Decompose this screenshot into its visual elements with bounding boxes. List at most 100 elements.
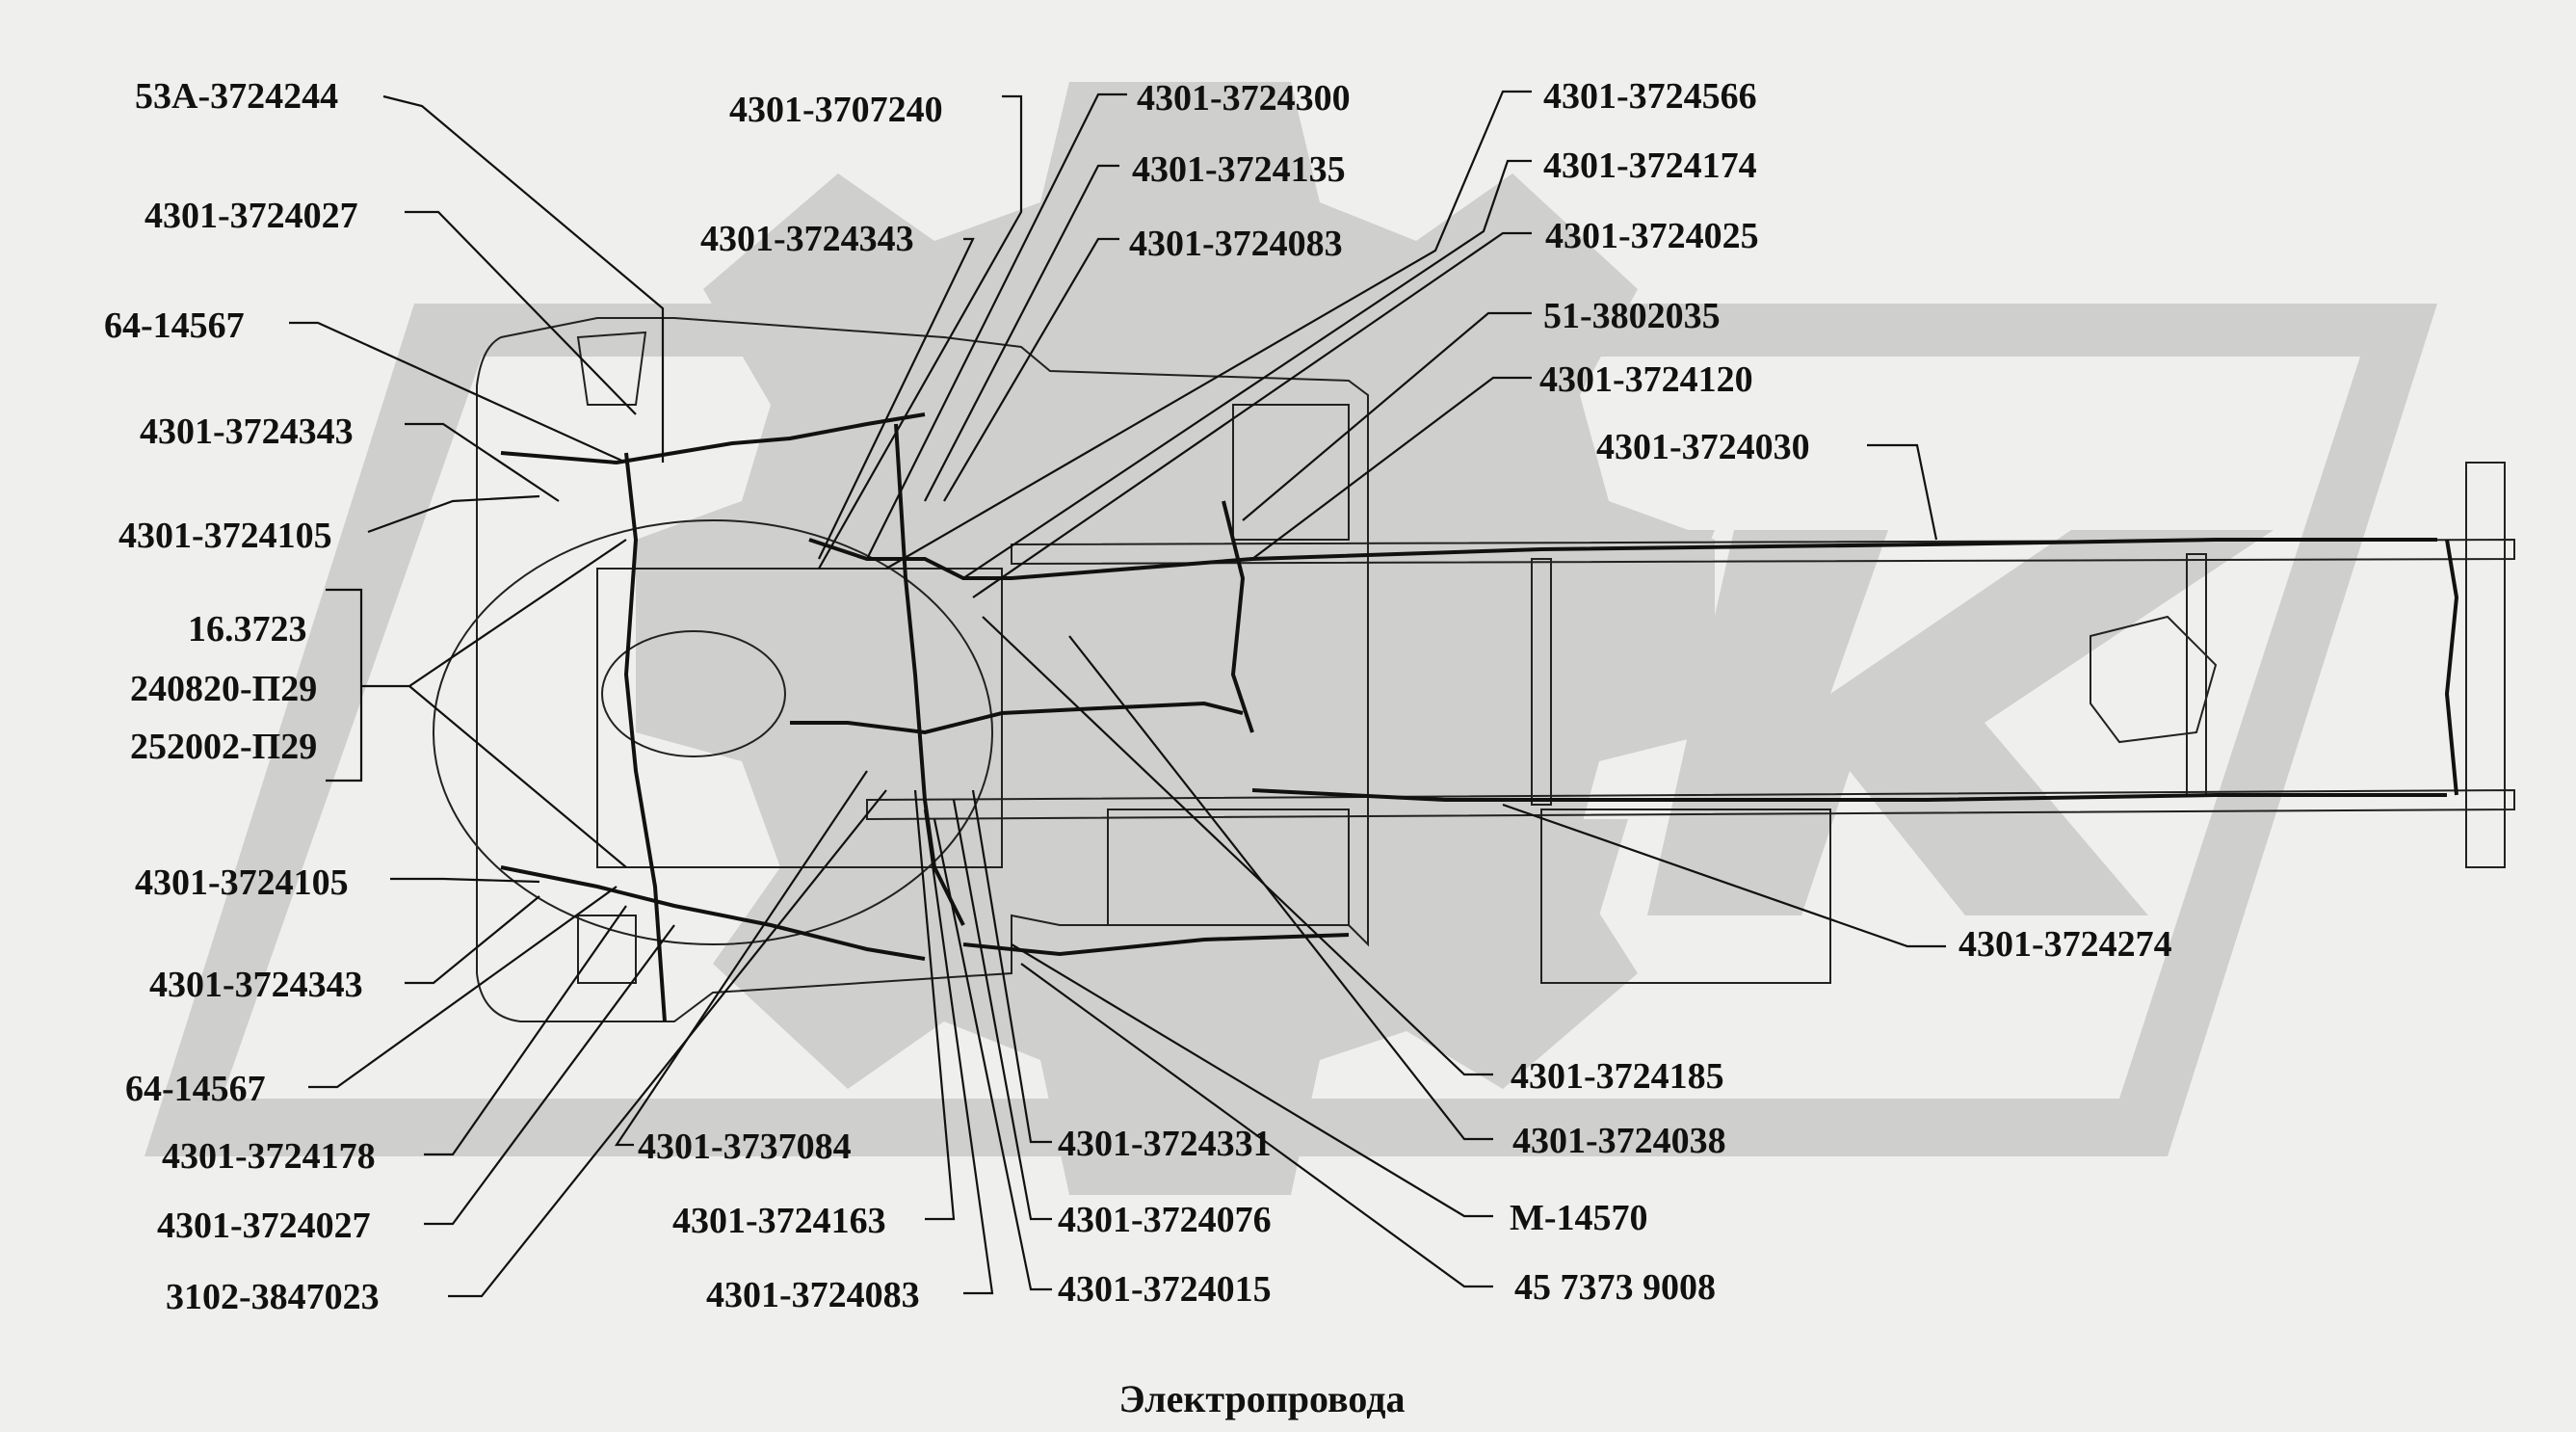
label-4301-3724178: 4301-3724178 [162, 1136, 376, 1177]
leader-l14 [405, 422, 560, 502]
rear-crossmember [2465, 462, 2506, 868]
label-16-3723: 16.3723 [188, 609, 307, 650]
leader-l33 [448, 789, 887, 1298]
harness-right-top [1222, 500, 1254, 733]
label-4301-3724343-top: 4301-3724343 [700, 219, 914, 259]
label-4301-3724083-top: 4301-3724083 [1129, 224, 1343, 264]
label-64-14567-top: 64-14567 [104, 305, 245, 346]
leader-l01 [382, 94, 665, 463]
label-64-14567-bottom: 64-14567 [125, 1069, 266, 1109]
label-4301-3707240: 4301-3707240 [729, 90, 943, 130]
battery-box [1107, 809, 1350, 926]
label-4301-3724274: 4301-3724274 [1958, 924, 2172, 965]
leader-l34 [923, 809, 994, 1295]
label-4301-3724185: 4301-3724185 [1511, 1056, 1724, 1097]
diagram-caption: Электропровода [1119, 1377, 1406, 1420]
leader-l23 [982, 616, 1493, 1076]
leader-l27 [614, 770, 868, 1147]
leader-l20 [390, 877, 540, 884]
engine-block [596, 568, 1003, 868]
label-4301-3724343-bottom: 4301-3724343 [149, 965, 363, 1005]
label-4301-3724105-bottom: 4301-3724105 [135, 862, 349, 903]
harness-rear-tail [2444, 539, 2459, 796]
label-3102-3847023: 3102-3847023 [166, 1277, 380, 1317]
label-4301-3724566: 4301-3724566 [1543, 76, 1757, 117]
leader-lines [289, 90, 1946, 1298]
label-4301-3724025: 4301-3724025 [1545, 216, 1759, 256]
label-240820-p29: 240820-П29 [130, 669, 317, 709]
harness-rear [1251, 788, 2447, 802]
spare-wheel [1232, 404, 1350, 541]
label-4301-3724027-bottom: 4301-3724027 [157, 1206, 371, 1246]
crossmember-1 [1531, 558, 1552, 806]
label-4301-3724038: 4301-3724038 [1512, 1121, 1726, 1161]
leader-l03 [866, 93, 1127, 560]
label-4301-3737084: 4301-3737084 [638, 1127, 852, 1167]
label-45-7373-9008: 45 7373 9008 [1514, 1267, 1716, 1308]
front-left-lamp [576, 331, 647, 406]
label-51-3802035: 51-3802035 [1543, 296, 1721, 336]
label-m-14570: М-14570 [1510, 1198, 1648, 1238]
bracket-group [326, 539, 627, 868]
watermark-logo [145, 82, 2437, 1195]
leader-l13 [1251, 376, 1532, 560]
label-4301-3724083-bottom: 4301-3724083 [706, 1275, 920, 1315]
label-4301-3724300: 4301-3724300 [1137, 78, 1351, 119]
leader-l08 [818, 237, 975, 560]
rear-axle-diff [2090, 615, 2218, 744]
harness-front-top [500, 412, 926, 465]
label-4301-3724331: 4301-3724331 [1058, 1124, 1272, 1164]
watermark-letters [1146, 530, 2274, 915]
leader-l32 [1011, 943, 1493, 1218]
leader-l15 [1867, 443, 1938, 541]
label-4301-3724343-left: 4301-3724343 [140, 411, 354, 452]
harness-bottom [962, 933, 1350, 957]
crossmember-2 [2186, 553, 2207, 796]
leader-l07 [405, 210, 637, 415]
label-4301-3724030: 4301-3724030 [1596, 427, 1810, 467]
leader-l25 [1068, 635, 1493, 1141]
leader-l26 [424, 905, 627, 1156]
leader-l02 [818, 94, 1023, 570]
leader-l10 [972, 231, 1532, 598]
label-4301-3724135: 4301-3724135 [1132, 149, 1346, 190]
front-right-lamp [577, 915, 637, 984]
leader-l06 [962, 159, 1532, 579]
leader-l30 [913, 789, 956, 1221]
leader-l36 [1020, 963, 1493, 1288]
label-4301-3724076: 4301-3724076 [1058, 1200, 1272, 1240]
leader-l11 [289, 321, 627, 464]
harness-center [894, 423, 965, 926]
harness-front-bottom [500, 865, 926, 961]
part-labels: 53А-3724244 4301-3707240 4301-3724300 43… [104, 76, 2172, 1317]
fuel-tank [1540, 809, 1831, 984]
wiring-harness [500, 412, 2459, 1022]
leader-l28 [971, 789, 1052, 1144]
harness-left-vertical [623, 452, 667, 1022]
leader-l29 [424, 924, 675, 1226]
leader-l05 [924, 164, 1119, 502]
label-4301-3724027-top: 4301-3724027 [145, 196, 358, 236]
label-4301-3724015: 4301-3724015 [1058, 1269, 1272, 1310]
left-arch [601, 630, 786, 757]
leader-l09 [943, 237, 1119, 502]
leader-l21 [1502, 803, 1946, 948]
leader-l04 [885, 90, 1532, 570]
cab-outline [476, 317, 1369, 1022]
leader-l35 [933, 818, 1052, 1291]
label-4301-3724120: 4301-3724120 [1539, 359, 1753, 400]
leader-l16 [367, 494, 540, 534]
leader-l24 [308, 886, 618, 1089]
leader-l22 [405, 895, 540, 985]
harness-dash [790, 701, 1244, 735]
label-4301-3724174: 4301-3724174 [1543, 146, 1757, 186]
label-53a-3724244: 53А-3724244 [135, 76, 338, 117]
engine-ellipse [433, 519, 993, 945]
harness-main-spine [808, 538, 2437, 580]
label-4301-3724105-top: 4301-3724105 [118, 516, 332, 556]
label-252002-p29: 252002-П29 [130, 727, 317, 767]
watermark-gear [636, 82, 1715, 1195]
leader-l12 [1242, 311, 1532, 521]
leader-l31 [952, 799, 1052, 1221]
